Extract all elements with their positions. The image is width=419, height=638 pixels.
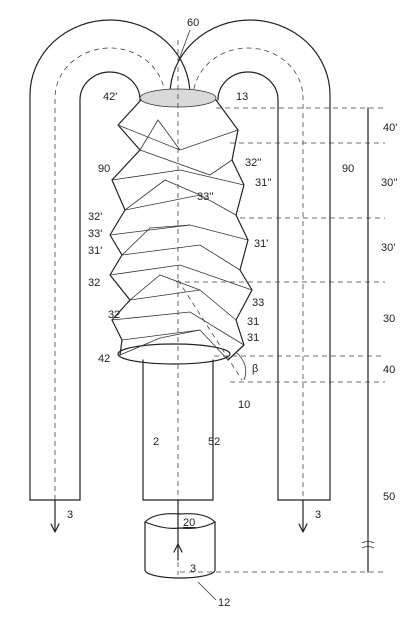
label-beta: β	[252, 363, 258, 375]
label-90-left: 90	[98, 163, 110, 175]
label-42-prime: 42'	[103, 91, 117, 103]
label-3-center: 3	[190, 563, 196, 575]
label-31-prime-right: 31'	[254, 238, 268, 250]
labels: 60 42' 13 40' 90 90 32'' 30'' 33'' 31'' …	[67, 17, 397, 609]
label-90-right: 90	[342, 163, 354, 175]
container-12	[144, 513, 216, 579]
label-20: 20	[183, 517, 195, 529]
label-40-prime: 40'	[383, 122, 397, 134]
label-31-a: 31	[247, 316, 259, 328]
label-32-b: 32	[108, 309, 120, 321]
label-32-double-prime: 32''	[245, 157, 261, 169]
label-31-double-prime: 31''	[255, 177, 271, 189]
beta-arc	[235, 351, 247, 381]
twisted-body	[109, 99, 253, 365]
label-2: 2	[153, 436, 159, 448]
label-42: 42	[98, 353, 110, 365]
label-30: 30	[383, 313, 395, 325]
label-33-prime: 33'	[88, 228, 102, 240]
label-31-b: 31	[247, 332, 259, 344]
label-30-prime: 30'	[381, 242, 395, 254]
label-33: 33	[252, 297, 264, 309]
label-33-double-prime: 33''	[197, 191, 213, 203]
label-50: 50	[383, 491, 395, 503]
label-13: 13	[236, 91, 248, 103]
label-12: 12	[218, 597, 230, 609]
label-32-prime: 32'	[88, 211, 102, 223]
label-3-left: 3	[67, 509, 73, 521]
label-52: 52	[208, 436, 220, 448]
label-60: 60	[187, 17, 199, 29]
label-3-right: 3	[315, 509, 321, 521]
right-u-pipe	[169, 19, 331, 501]
label-10: 10	[238, 399, 250, 411]
label-31-prime-left: 31'	[88, 245, 102, 257]
dimension-lines	[176, 107, 385, 573]
flow-arrows	[50, 499, 308, 561]
label-32-a: 32	[88, 277, 100, 289]
label-40: 40	[383, 364, 395, 376]
label-30-double-prime: 30''	[381, 177, 397, 189]
beta-line	[177, 279, 243, 381]
